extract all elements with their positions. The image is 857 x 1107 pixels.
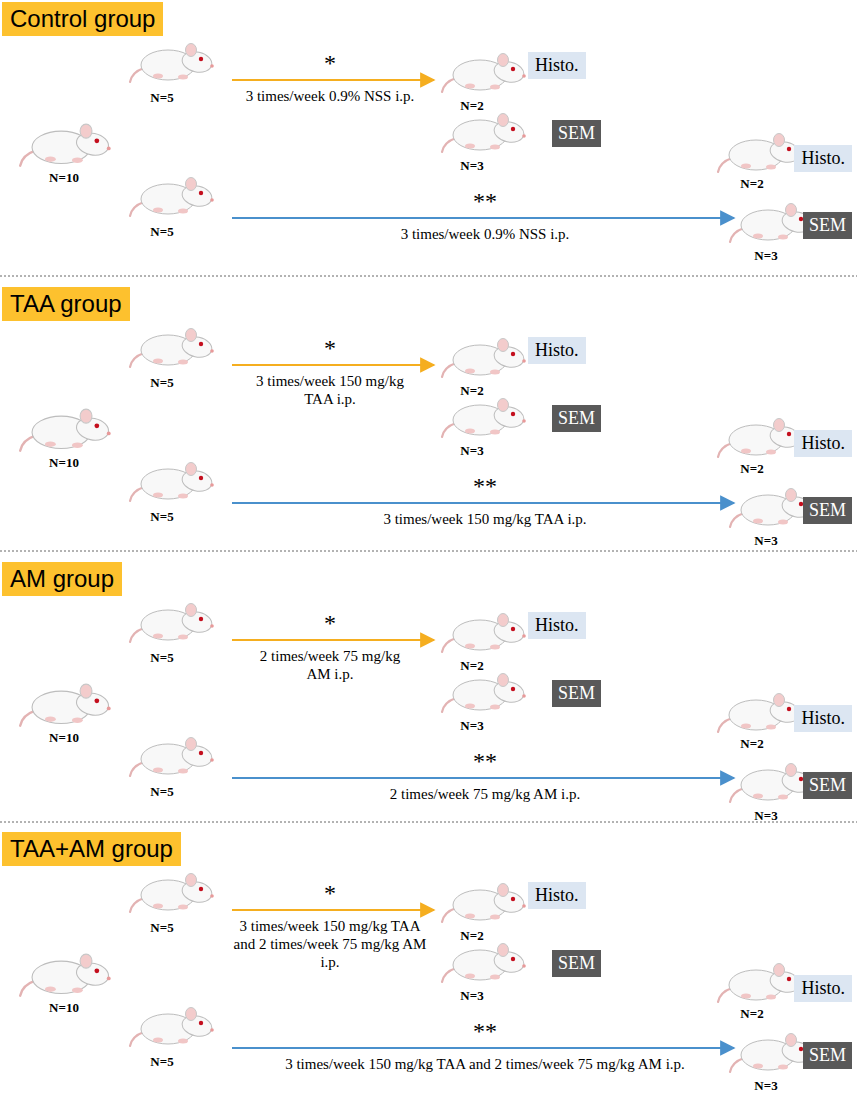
group-illustration <box>20 44 814 243</box>
box-text: Histo. <box>801 148 845 169</box>
sample-size: N=2 <box>460 98 483 114</box>
sample-size: N=3 <box>460 158 483 174</box>
box-text: Control group <box>10 5 155 33</box>
sample-size: N=10 <box>49 455 79 471</box>
box-text: SEM <box>558 408 595 429</box>
box-text: SEM <box>809 775 846 796</box>
sample-size: N=10 <box>49 1000 79 1016</box>
histology-box: Histo. <box>528 52 586 79</box>
box-text: SEM <box>558 683 595 704</box>
group-illustration <box>20 329 814 528</box>
treatment-note: 3 times/week 150 mg/kg TAA and 2 times/w… <box>228 917 433 971</box>
sample-size: N=2 <box>460 928 483 944</box>
treatment-note: 3 times/week 150 mg/kg TAA and 2 times/w… <box>285 1055 685 1073</box>
box-text: Histo. <box>801 708 845 729</box>
sem-box: SEM <box>803 212 852 239</box>
sem-box: SEM <box>552 950 601 977</box>
group-title: AM group <box>2 562 122 596</box>
histology-box: Histo. <box>528 337 586 364</box>
sample-size: N=3 <box>754 808 777 824</box>
duration-mark: ** <box>473 188 497 215</box>
sample-size: N=5 <box>150 1054 173 1070</box>
sem-box: SEM <box>803 497 852 524</box>
histology-box: Histo. <box>528 882 586 909</box>
sem-box: SEM <box>552 120 601 147</box>
treatment-note: 3 times/week 150 mg/kg TAA i.p. <box>383 510 586 528</box>
box-text: AM group <box>10 565 114 593</box>
histology-box: Histo. <box>794 975 852 1002</box>
histology-box: Histo. <box>794 705 852 732</box>
sample-size: N=3 <box>754 1078 777 1094</box>
box-text: TAA+AM group <box>10 835 173 863</box>
sample-size: N=3 <box>460 718 483 734</box>
box-text: TAA group <box>10 290 122 318</box>
sample-size: N=2 <box>740 461 763 477</box>
box-text: Histo. <box>535 615 579 636</box>
sample-size: N=3 <box>754 533 777 549</box>
box-text: Histo. <box>535 340 579 361</box>
duration-mark: ** <box>473 473 497 500</box>
histology-box: Histo. <box>794 430 852 457</box>
treatment-note: 3 times/week 0.9% NSS i.p. <box>401 225 570 243</box>
box-text: SEM <box>558 123 595 144</box>
box-text: SEM <box>809 215 846 236</box>
sample-size: N=5 <box>150 784 173 800</box>
box-text: SEM <box>809 500 846 521</box>
sample-size: N=10 <box>49 170 79 186</box>
sample-size: N=2 <box>740 1006 763 1022</box>
sem-box: SEM <box>552 680 601 707</box>
sample-size: N=5 <box>150 920 173 936</box>
sample-size: N=5 <box>150 375 173 391</box>
sample-size: N=3 <box>754 248 777 264</box>
separator <box>0 551 857 552</box>
box-text: Histo. <box>801 433 845 454</box>
treatment-note: 3 times/week 0.9% NSS i.p. <box>246 87 415 105</box>
box-text: SEM <box>558 953 595 974</box>
separator <box>0 276 857 277</box>
duration-mark: * <box>324 880 336 907</box>
box-text: SEM <box>809 1045 846 1066</box>
box-text: Histo. <box>535 885 579 906</box>
histology-box: Histo. <box>528 612 586 639</box>
box-text: Histo. <box>535 55 579 76</box>
box-text: Histo. <box>801 978 845 999</box>
group-title: TAA group <box>2 287 130 321</box>
group-title: Control group <box>2 2 163 36</box>
sample-size: N=3 <box>460 443 483 459</box>
sample-size: N=2 <box>460 383 483 399</box>
separator <box>0 822 857 823</box>
sem-box: SEM <box>803 1042 852 1069</box>
sem-box: SEM <box>803 772 852 799</box>
duration-mark: * <box>324 50 336 77</box>
sample-size: N=5 <box>150 650 173 666</box>
treatment-note: 3 times/week 150 mg/kg TAA i.p. <box>255 372 405 408</box>
sample-size: N=2 <box>460 658 483 674</box>
group-illustration <box>20 604 814 803</box>
sample-size: N=2 <box>740 176 763 192</box>
sample-size: N=5 <box>150 509 173 525</box>
duration-mark: * <box>324 335 336 362</box>
treatment-note: 2 times/week 75 mg/kg AM i.p. <box>390 785 580 803</box>
sample-size: N=5 <box>150 90 173 106</box>
duration-mark: ** <box>473 1018 497 1045</box>
sample-size: N=10 <box>49 730 79 746</box>
duration-mark: * <box>324 610 336 637</box>
sem-box: SEM <box>552 405 601 432</box>
sample-size: N=3 <box>460 988 483 1004</box>
group-title: TAA+AM group <box>2 832 181 866</box>
duration-mark: ** <box>473 748 497 775</box>
sample-size: N=2 <box>740 736 763 752</box>
histology-box: Histo. <box>794 145 852 172</box>
sample-size: N=5 <box>150 224 173 240</box>
treatment-note: 2 times/week 75 mg/kg AM i.p. <box>255 647 405 683</box>
group-illustration <box>20 874 814 1073</box>
